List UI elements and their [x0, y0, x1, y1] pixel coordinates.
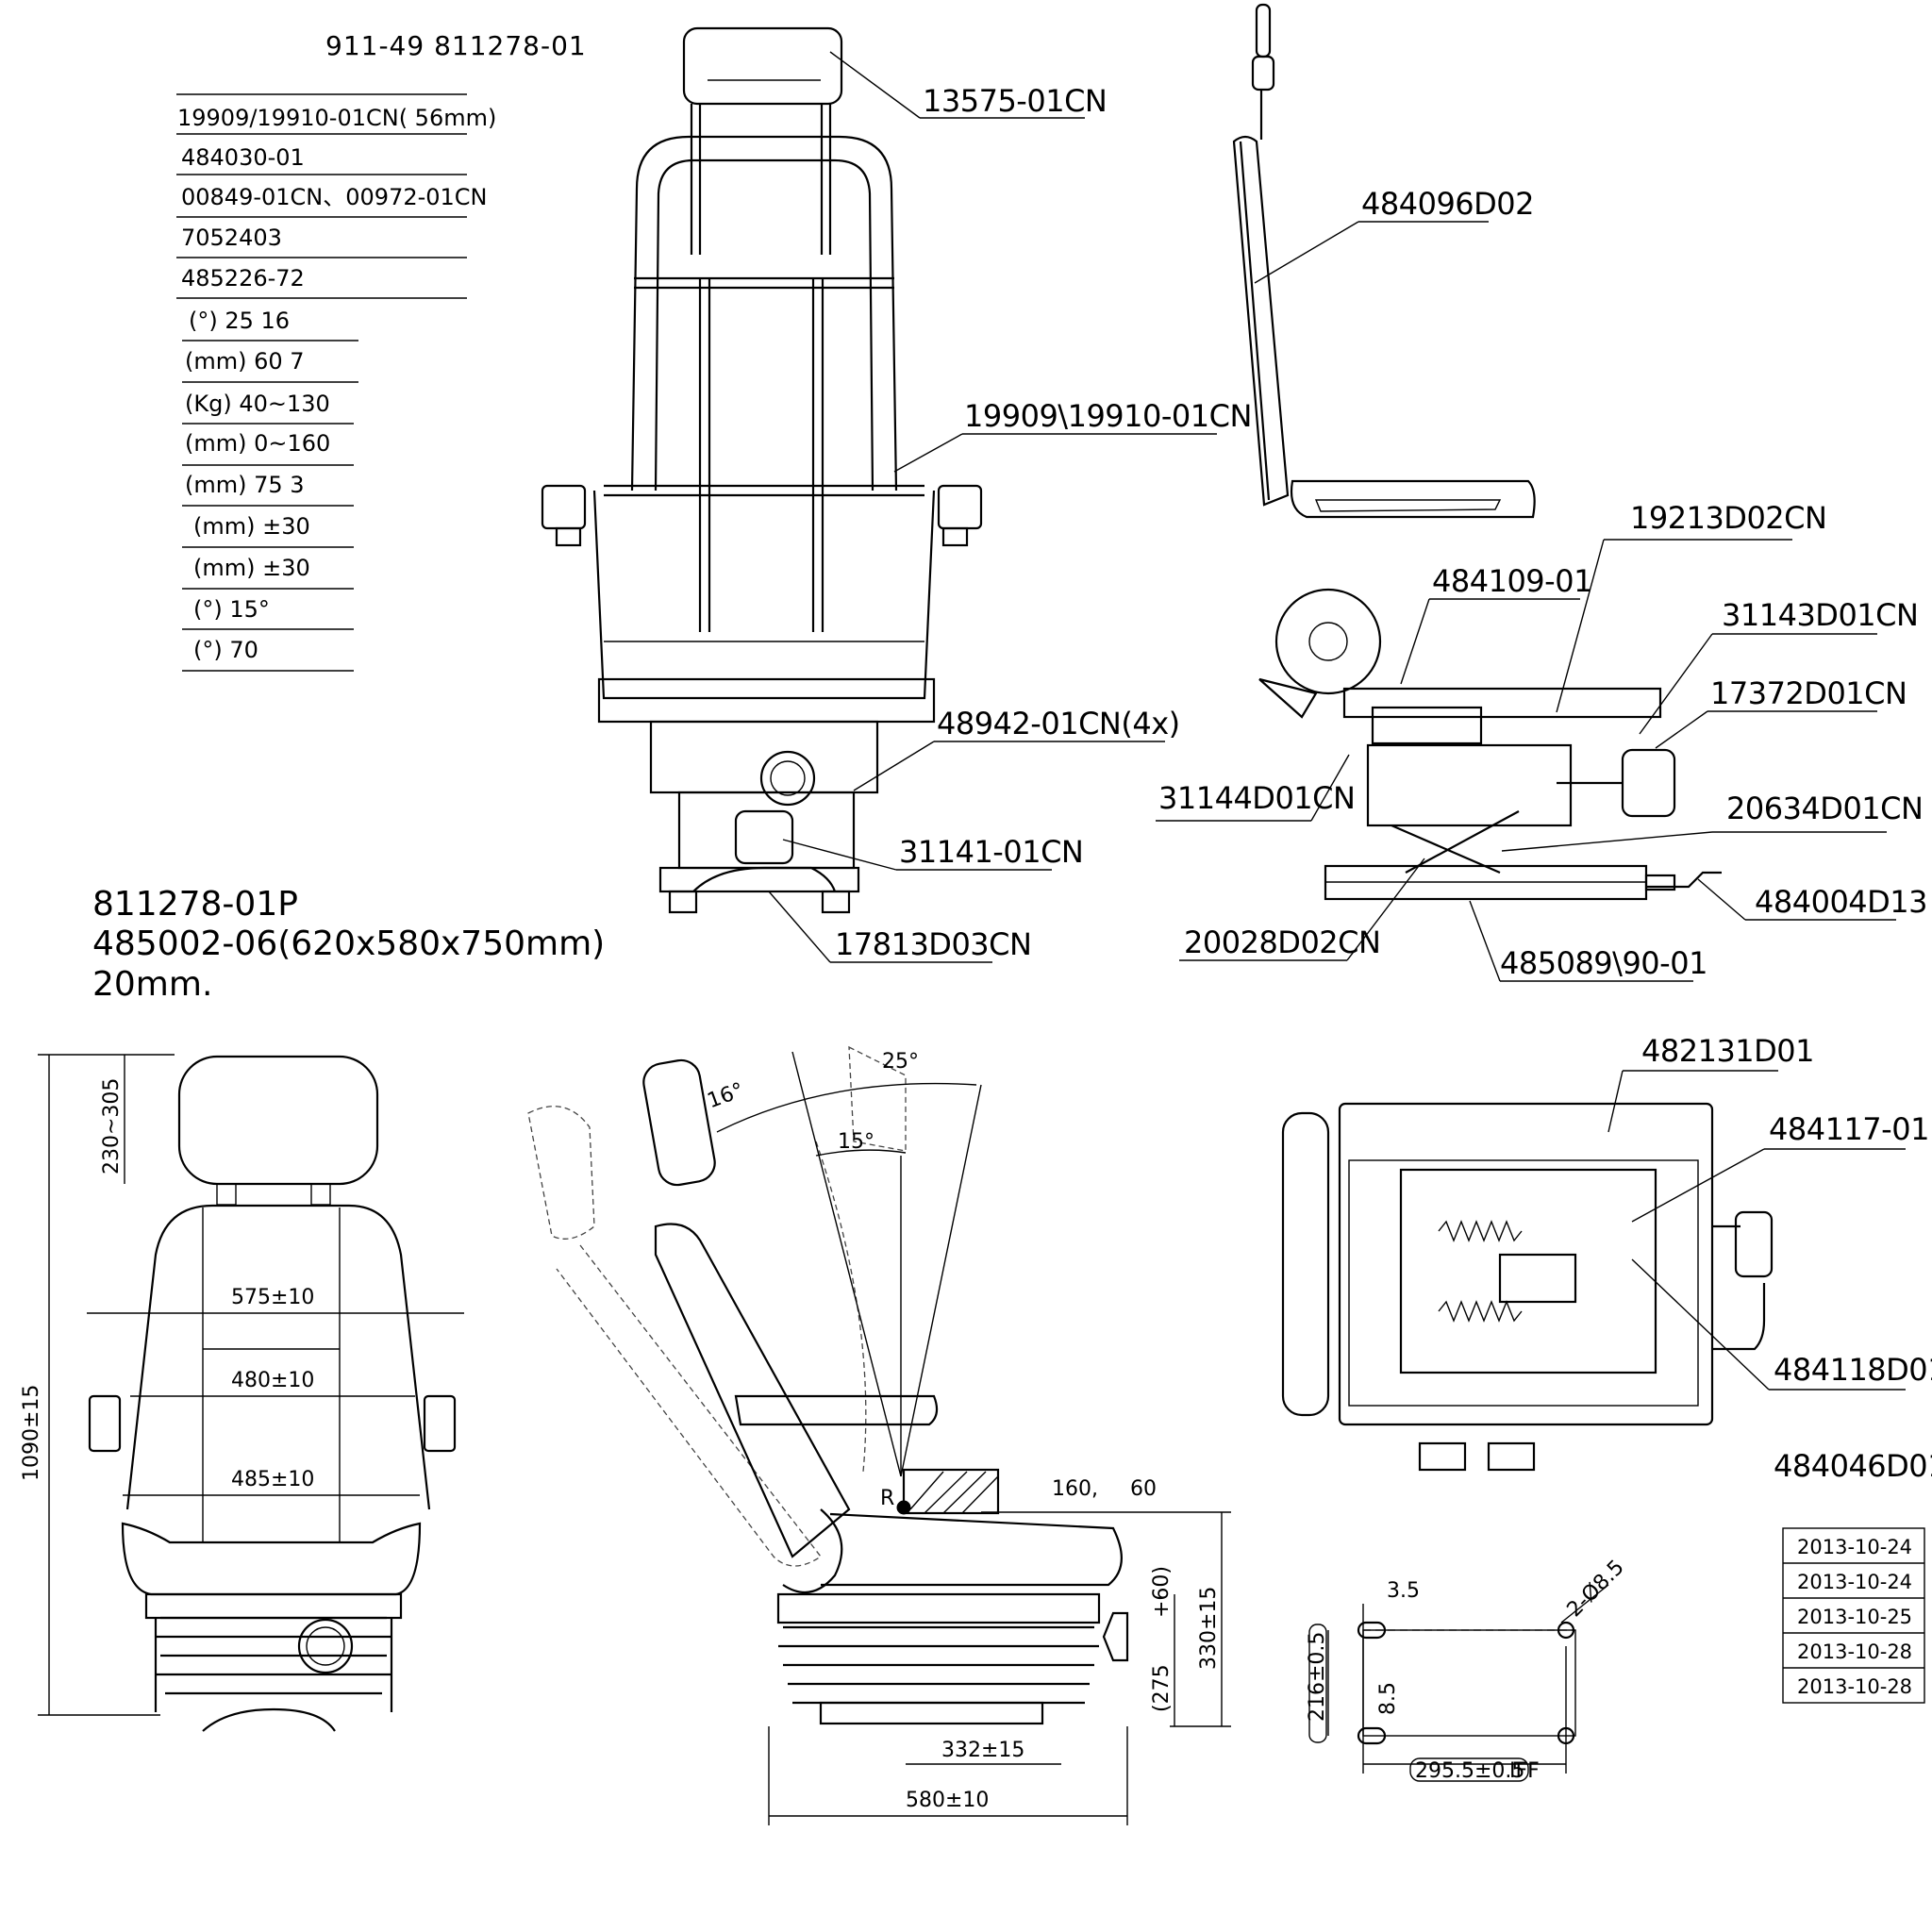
dim-3-5: 3.5 — [1387, 1579, 1420, 1603]
dim-iff: IFF — [1509, 1759, 1540, 1783]
model-packaging: 485002-06(620x580x750mm) — [92, 924, 605, 963]
callout-suspension: 31141-01CN — [899, 834, 1083, 870]
revision-date: 2013-10-28 — [1797, 1641, 1912, 1663]
callout-damper: 484118D01 — [1774, 1352, 1932, 1388]
spec-row: (mm) ±30 — [193, 513, 310, 540]
model-number: 811278-01P — [92, 885, 298, 924]
side-view: 484096D02 19213D02CN 484109-01 31143D01C… — [1156, 3, 1928, 982]
callout-backrest: 484096D02 — [1361, 186, 1534, 222]
dim-332: 332±15 — [941, 1739, 1024, 1762]
dim-width-485: 485±10 — [231, 1468, 314, 1491]
dim-295: 295.5±0.5 — [1415, 1759, 1524, 1783]
dim-330: 330±15 — [1197, 1587, 1221, 1670]
mounting-pattern: 3.5 2-Ø8.5 8.5 216±0.5 295.5±0.5 IFF — [1306, 1556, 1629, 1783]
spec-row: (mm) ±30 — [193, 555, 310, 581]
dim-travel: 160, — [1052, 1477, 1098, 1501]
revision-table: 2013-10-24 2013-10-24 2013-10-25 2013-10… — [1782, 1527, 1925, 1704]
dim-headrest-height: 230~305 — [100, 1078, 124, 1174]
drawing-code: 911-49 811278-01 — [325, 30, 587, 61]
callout-lever: 31144D01CN — [1158, 780, 1355, 816]
callout-scissor: 20028D02CN — [1184, 924, 1380, 960]
model-note: 20mm. — [92, 965, 212, 1004]
callout-slider-top: 31143D01CN — [1722, 597, 1918, 633]
revision-date: 2013-10-24 — [1797, 1571, 1912, 1593]
revision-date: 2013-10-28 — [1797, 1675, 1912, 1698]
callout-headrest: 13575-01CN — [923, 83, 1107, 119]
dim-width-480: 480±10 — [231, 1369, 314, 1392]
dim-angle-15: 15° — [838, 1130, 874, 1154]
dim-angle-16: 16° — [705, 1078, 747, 1113]
spec-row: (mm) 0~160 — [185, 430, 330, 457]
callout-frame: 482131D01 — [1641, 1033, 1814, 1069]
spec-row: 00849-01CN、00972-01CN — [181, 184, 488, 210]
callout-bolts: 48942-01CN(4x) — [937, 706, 1180, 741]
dim-r: R — [880, 1487, 894, 1510]
callout-armrest: 19909\19910-01CN — [964, 398, 1252, 434]
callout-adjuster: 20634D01CN — [1726, 791, 1923, 826]
callout-seat-pan: 19213D02CN — [1630, 500, 1826, 536]
dim-travel-60: 60 — [1130, 1477, 1157, 1501]
spec-row: 7052403 — [181, 225, 282, 251]
dim-8-5: 8.5 — [1376, 1682, 1400, 1715]
side-dimension-view: 25° 16° 15° 160, 60 R +60) (275 330±15 3… — [527, 1045, 1231, 1825]
spec-row: 484030-01 — [181, 144, 305, 171]
callout-handle: 484004D13 — [1755, 884, 1927, 920]
top-view: 482131D01 484117-01 484118D01 484046D01 — [1281, 1033, 1932, 1484]
dim-total-height: 1090±15 — [20, 1385, 43, 1481]
dim-holes: 2-Ø8.5 — [1563, 1556, 1629, 1622]
front-dimension-view: 1090±15 230~305 575±10 480±10 485±10 — [20, 1054, 464, 1732]
revision-date: 2013-10-24 — [1797, 1536, 1912, 1558]
callout-tilt: 484109-01 — [1432, 563, 1592, 599]
dim-angle-25: 25° — [882, 1050, 919, 1074]
spec-row: (mm) 75 3 — [185, 472, 305, 498]
front-view: 13575-01CN 19909\19910-01CN 48942-01CN(4… — [541, 26, 1252, 963]
label-assembly: 484046D01 — [1774, 1448, 1932, 1484]
dim-plus-60: +60) — [1150, 1566, 1174, 1618]
dim-275: (275 — [1150, 1664, 1174, 1712]
spec-row: (mm) 60 7 — [185, 348, 305, 375]
callout-spring: 484117-01 — [1769, 1111, 1929, 1147]
spec-row: (Kg) 40~130 — [185, 391, 330, 417]
callout-rails: 485089\90-01 — [1500, 945, 1707, 981]
callout-base: 17813D03CN — [835, 926, 1031, 962]
revision-date: 2013-10-25 — [1797, 1606, 1912, 1628]
spec-row: (°) 15° — [193, 596, 270, 623]
dim-580: 580±10 — [906, 1789, 989, 1812]
spec-row: (°) 25 16 — [189, 308, 290, 334]
callout-knob: 17372D01CN — [1710, 675, 1907, 711]
spec-row: 19909/19910-01CN( 56mm) — [177, 105, 496, 131]
spec-table: 19909/19910-01CN( 56mm) 484030-01 00849-… — [176, 93, 496, 672]
model-info: 811278-01P 485002-06(620x580x750mm) 20mm… — [92, 885, 605, 1004]
spec-row: 485226-72 — [181, 265, 305, 291]
dim-width-575: 575±10 — [231, 1286, 314, 1309]
spec-row: (°) 70 — [193, 637, 258, 663]
dim-216: 216±0.5 — [1306, 1632, 1329, 1722]
